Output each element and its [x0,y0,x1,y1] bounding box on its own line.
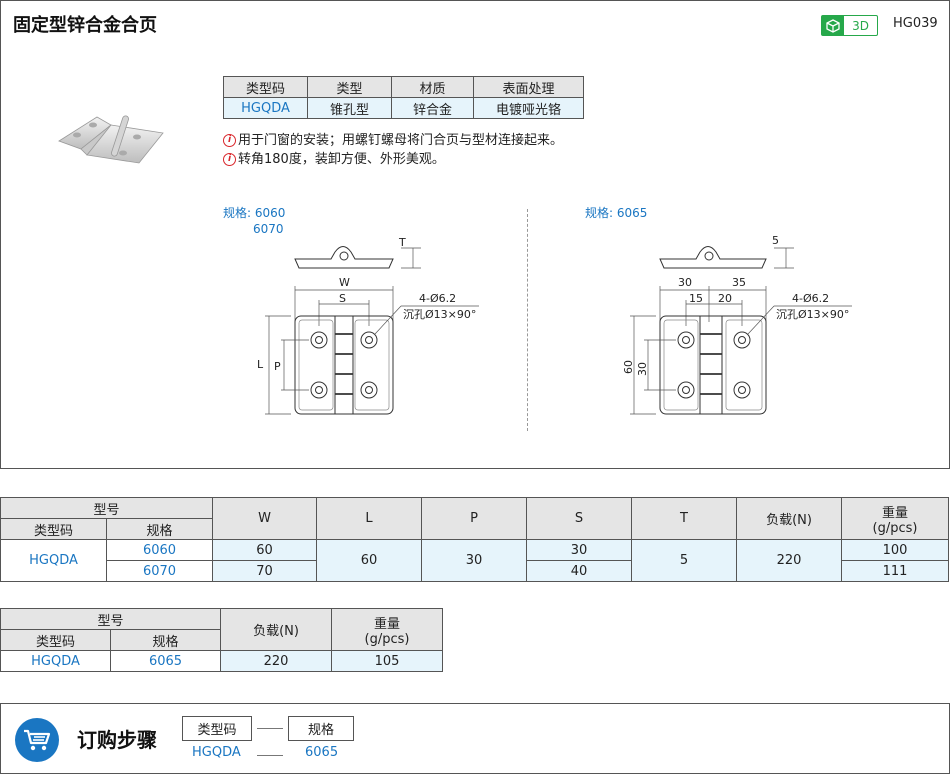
technical-drawing-right: 5 30 35 15 20 60 30 4- [622,234,852,415]
info-type-code: HGQDA [223,97,308,119]
product-photo [58,115,164,164]
page-title: 固定型锌合金合页 [13,15,157,36]
type-code-cell: HGQDA [0,539,107,582]
sub-weight-cell: 105 [331,650,443,672]
s-cell: 30 [526,539,632,561]
info-header-material: 材质 [391,76,474,98]
info-material: 锌合金 [391,97,474,119]
col-load-header: 负载(N) [736,497,842,540]
step-type-code-value: HGQDA [192,745,241,760]
table-row: HGQDA 6060 60 60 30 30 5 220 100 [0,539,949,582]
sub-load-header: 负载(N) [220,608,332,651]
3d-label: 3D [852,18,869,33]
dim-p: P [274,360,281,373]
sub-weight-header: 重量 (g/pcs) [331,608,443,651]
weight-cell: 100 [841,539,949,561]
hole-note-right-1: 4-Ø6.2 [792,292,829,305]
table-row: HGQDA 6065 220 105 [0,650,443,672]
hole-note-left-1: 4-Ø6.2 [419,292,456,305]
col-p-header: P [421,497,527,540]
dim-15: 15 [689,292,703,305]
weight-cell: 111 [841,560,949,582]
feature-text: 用于门窗的安装；用螺钉螺母将门合页与型材连接起来。 [238,133,564,148]
dim-l: L [257,358,264,371]
load-cell: 220 [736,539,842,582]
hole-note-right-2: 沉孔Ø13×90° [776,308,849,321]
spec-label-left: 规格: 6060 6070 [223,205,285,237]
w-cell: 60 [212,539,317,561]
sub-type-code-header: 类型码 [0,629,111,651]
info-surface: 电镀哑光铬 [473,97,584,119]
info-type: 锥孔型 [307,97,392,119]
3d-model-button[interactable]: 3D [821,15,878,36]
spec-table: 型号 W L P S T 负载(N) 重量 (g/pcs) 类型码 规格 HGQ… [0,497,949,582]
dim-30-side: 30 [636,362,649,376]
sub-weight-header-line1: 重量 [373,616,400,632]
spec-table-6065: 型号 负载(N) 重量 (g/pcs) 类型码 规格 HGQDA 6065 22… [0,608,443,672]
col-weight-header: 重量 (g/pcs) [841,497,949,540]
cart-icon [15,718,59,762]
step-type-code-box: 类型码 [182,716,252,741]
info-table: 类型码 类型 材质 表面处理 HGQDA 锥孔型 锌合金 电镀哑光铬 [223,76,584,119]
spec-label-left-2: 6070 [253,222,284,236]
order-steps-panel: 订购步骤 类型码 规格 HGQDA 6065 [0,703,950,774]
hole-note-left-2: 沉孔Ø13×90° [403,308,476,321]
spec-label-right: 规格: 6065 [585,206,648,220]
dim-35: 35 [732,276,746,289]
info-icon: i [223,134,236,147]
col-t-header: T [631,497,737,540]
w-cell: 70 [212,560,317,582]
feature-text: 转角180度，装卸方便、外形美观。 [238,152,445,167]
info-header-surface: 表面处理 [473,76,584,98]
cube-icon [822,16,844,35]
sub-group-header: 型号 [0,608,221,630]
s-cell: 40 [526,560,632,582]
step-spec-box: 规格 [288,716,354,741]
spec-cell: 6070 [106,560,213,582]
dim-30-top: 30 [678,276,692,289]
t-cell: 5 [631,539,737,582]
weight-header-line2: (g/pcs) [872,520,918,536]
feature-list: i 用于门窗的安装；用螺钉螺母将门合页与型材连接起来。 i 转角180度，装卸方… [223,131,563,169]
l-cell: 60 [316,539,422,582]
type-code-header: 类型码 [0,518,107,540]
dim-t: T [398,236,406,249]
product-code: HG039 [893,16,938,31]
feature-item: i 用于门窗的安装；用螺钉螺母将门合页与型材连接起来。 [223,131,563,150]
col-s-header: S [526,497,632,540]
spec-label-left-1: 规格: 6060 [223,206,286,220]
step-connector [257,728,283,729]
dim-60-side: 60 [622,360,635,374]
sub-spec-header: 规格 [110,629,221,651]
dim-20: 20 [718,292,732,305]
p-cell: 30 [421,539,527,582]
dim-5: 5 [772,234,779,247]
spec-group-header: 型号 [0,497,213,519]
col-w-header: W [212,497,317,540]
col-l-header: L [316,497,422,540]
info-icon: i [223,153,236,166]
product-panel: 固定型锌合金合页 3D HG039 类型码 类型 [0,0,950,469]
info-header-type: 类型 [307,76,392,98]
weight-header-line1: 重量 [881,505,908,521]
table-row: 6070 70 40 111 [1,560,949,582]
step-connector [257,755,283,756]
spec-header: 规格 [106,518,213,540]
feature-item: i 转角180度，装卸方便、外形美观。 [223,150,563,169]
dim-s: S [339,292,346,305]
sub-type-code-cell: HGQDA [0,650,111,672]
dim-w: W [339,276,350,289]
sub-weight-header-line2: (g/pcs) [364,631,410,647]
sub-load-cell: 220 [220,650,332,672]
spec-cell: 6060 [106,539,213,561]
sub-spec-cell: 6065 [110,650,221,672]
order-title: 订购步骤 [77,728,157,752]
step-spec-value: 6065 [305,745,339,760]
drawing-divider [527,209,528,431]
technical-drawing-left: T W S L P 4-Ø6.2 [257,236,479,415]
info-header-type-code: 类型码 [223,76,308,98]
